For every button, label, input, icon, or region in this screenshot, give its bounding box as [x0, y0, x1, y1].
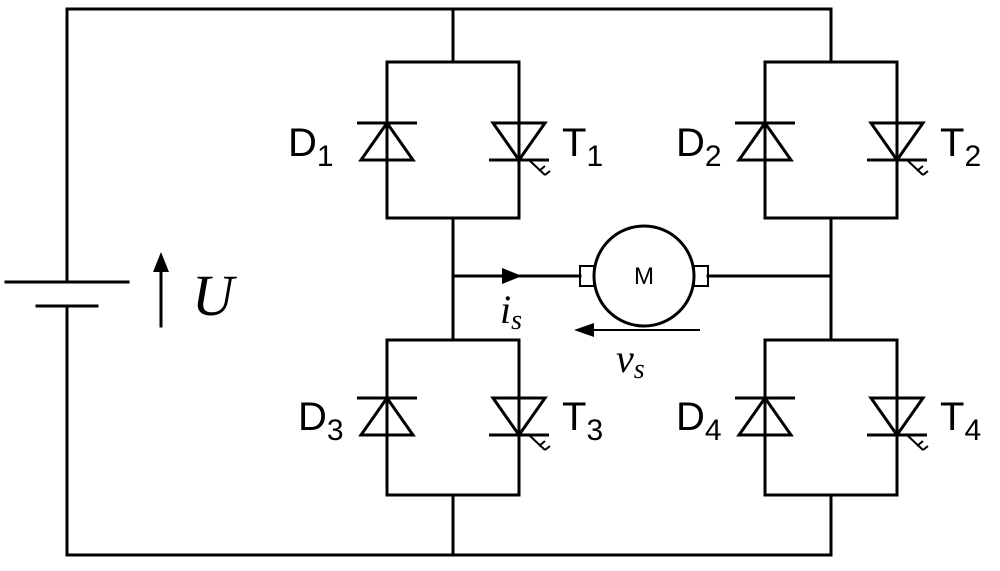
- thyristor-t4-symbol: [867, 396, 929, 451]
- diode-d4-label: D4: [676, 395, 722, 447]
- voltage-label: vs: [616, 336, 645, 385]
- current-arrow: [502, 268, 522, 284]
- diode-d2-symbol: [735, 120, 795, 162]
- device-pair-1: [357, 60, 551, 220]
- supply-voltage-label: U: [192, 263, 238, 328]
- current-label: is: [500, 287, 522, 336]
- thyristor-t1-label: T1: [562, 121, 603, 173]
- device-pair-3: [357, 338, 551, 497]
- device-pair-4: [735, 338, 929, 497]
- thyristor-t3-label: T3: [562, 395, 603, 447]
- motor-symbol: [579, 224, 709, 328]
- diode-d1-symbol: [357, 120, 417, 162]
- diode-d3-label: D3: [298, 395, 344, 447]
- diode-d3-symbol: [357, 395, 417, 437]
- diode-d2-label: D2: [676, 121, 722, 173]
- battery-symbol: [4, 280, 130, 308]
- diode-d4-symbol: [735, 395, 795, 437]
- thyristor-t2-symbol: [867, 121, 929, 176]
- thyristor-t3-symbol: [489, 396, 551, 451]
- supply-voltage-arrow: [153, 252, 169, 328]
- diode-d1-label: D1: [288, 121, 334, 173]
- voltage-arrow: [574, 323, 700, 337]
- motor-label: M: [634, 263, 654, 290]
- device-pair-2: [735, 60, 929, 220]
- circuit-wires: [65, 7, 833, 557]
- thyristor-t1-symbol: [489, 121, 551, 176]
- thyristor-t4-label: T4: [940, 395, 981, 447]
- thyristor-t2-label: T2: [940, 121, 981, 173]
